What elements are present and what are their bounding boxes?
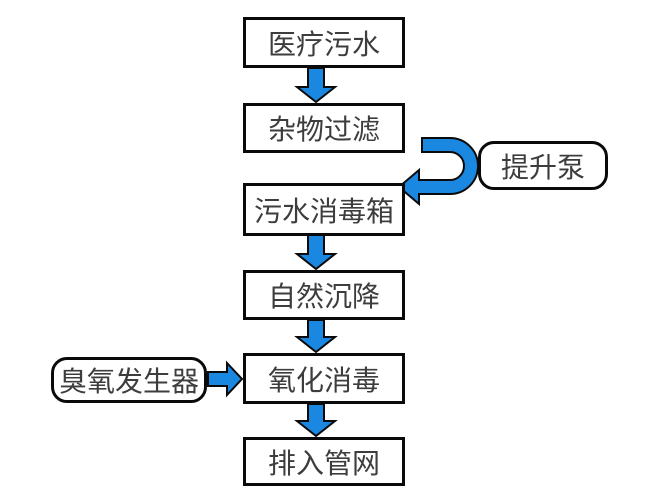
node-discharge-pipe-network-label: 排入管网 bbox=[267, 448, 380, 480]
node-discharge-pipe-network: 排入管网 bbox=[243, 437, 405, 486]
node-natural-sedimentation: 自然沉降 bbox=[243, 270, 405, 320]
arrow-uturn-via-lift-pump bbox=[397, 137, 479, 207]
node-oxidation-disinfection-label: 氧化消毒 bbox=[267, 365, 380, 397]
arrow-right-ozone-to-oxidize bbox=[207, 360, 244, 398]
node-medical-sewage: 医疗污水 bbox=[243, 17, 405, 68]
node-lift-pump: 提升泵 bbox=[478, 141, 608, 190]
node-lift-pump-label: 提升泵 bbox=[500, 152, 585, 184]
arrow-down-settle-to-oxidize bbox=[294, 319, 338, 354]
node-debris-filter-label: 杂物过滤 bbox=[267, 115, 380, 146]
node-ozone-generator-label: 臭氧发生器 bbox=[58, 367, 199, 398]
node-debris-filter: 杂物过滤 bbox=[243, 103, 405, 153]
node-ozone-generator: 臭氧发生器 bbox=[51, 357, 207, 403]
arrow-down-medical-to-filter bbox=[294, 67, 338, 104]
node-sewage-disinfection-tank: 污水消毒箱 bbox=[243, 183, 405, 236]
node-oxidation-disinfection: 氧化消毒 bbox=[243, 353, 405, 404]
arrow-down-disinfect-to-settle bbox=[294, 234, 338, 271]
node-medical-sewage-label: 医疗污水 bbox=[267, 29, 380, 61]
arrow-down-oxidize-to-discharge bbox=[294, 403, 338, 438]
node-sewage-disinfection-tank-label: 污水消毒箱 bbox=[253, 196, 394, 228]
node-natural-sedimentation-label: 自然沉降 bbox=[267, 282, 380, 313]
